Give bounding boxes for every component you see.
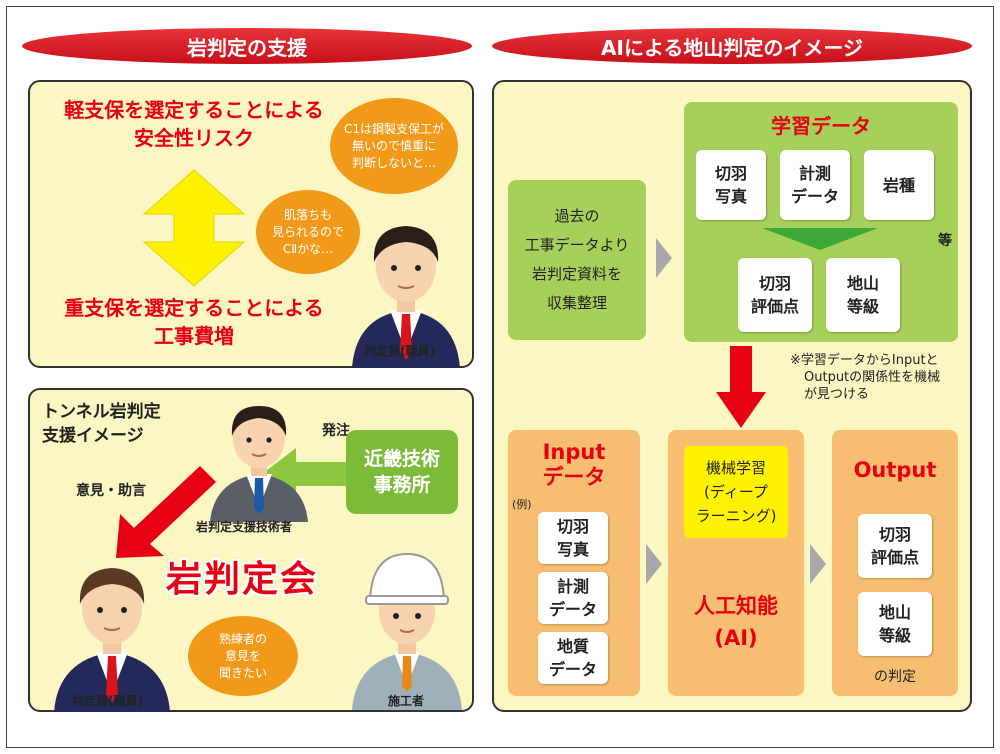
outer-frame: [6, 6, 994, 748]
learn-card-ground-class: 地山等級: [826, 258, 900, 332]
input-card-measurement: 計測データ: [538, 572, 608, 624]
learn-card-measurement: 計測データ: [780, 150, 850, 220]
judge-caption-top: 判定員(職員): [364, 344, 435, 358]
ai-box: 機械学習(ディープラーニング) 人工知能(AI): [668, 430, 804, 696]
learning-data-box: 学習データ 切羽写真 計測データ 岩種 等 切羽評価点 地山等級: [684, 102, 958, 342]
learn-etc: 等: [938, 233, 952, 249]
learn-card-face-score: 切羽評価点: [738, 258, 812, 332]
contractor-caption: 施工者: [388, 694, 425, 708]
chevron-right-icon-3: [810, 544, 826, 584]
chevron-right-icon: [656, 238, 672, 278]
heavy-support-cost: 重支保を選定することによる工事費増: [64, 296, 324, 348]
contractor-person-icon: [352, 552, 462, 710]
support-image-panel: トンネル岩判定支援イメージ 発注 近畿技術事務所 意見・助言 岩判定支援技術者 …: [28, 388, 474, 712]
data-collection-box: 過去の工事データより岩判定資料を収集整理: [508, 180, 646, 340]
left-section-header: 岩判定の支援: [22, 28, 472, 64]
double-arrow-icon: [142, 169, 246, 287]
judge-person-2-icon: [54, 568, 170, 712]
meeting-title: 岩判定会: [166, 559, 319, 600]
output-card-ground-class: 地山等級: [858, 592, 932, 656]
output-title: Output: [853, 458, 937, 482]
down-arrow-icon: [716, 346, 766, 428]
down-triangle-icon: [762, 228, 878, 250]
engineer-person-icon: [210, 406, 308, 522]
order-label: 発注: [322, 423, 350, 439]
ai-flow-panel: 過去の工事データより岩判定資料を収集整理 学習データ 切羽写真 計測データ 岩種…: [492, 80, 972, 712]
ai-label: 人工知能(AI): [694, 594, 778, 650]
judge-person-icon: [352, 226, 460, 368]
speech-bubble-1: C1は鋼製支保工が無いので慎重に判断しないと…: [330, 98, 458, 194]
engineer-caption: 岩判定支援技術者: [196, 520, 293, 534]
support-title: トンネル岩判定支援イメージ: [42, 402, 161, 446]
input-card-face-photo: 切羽写真: [538, 512, 608, 564]
output-box: Output 切羽評価点 地山等級 の判定: [832, 430, 958, 696]
light-support-risk: 軽支保を選定することによる安全性リスク: [64, 98, 324, 150]
judge-caption-bottom: 判定員(職員): [72, 694, 143, 708]
advice-arrow-icon: [116, 466, 216, 558]
input-example: (例): [512, 498, 532, 511]
input-card-geology: 地質データ: [538, 632, 608, 684]
machine-learning-box: 機械学習(ディープラーニング): [684, 446, 788, 538]
chevron-right-icon-2: [646, 544, 662, 584]
right-section-header: AIによる地山判定のイメージ: [492, 28, 972, 64]
learn-card-face-photo: 切羽写真: [696, 150, 766, 220]
speech-bubble-3: 熟練者の意見を聞きたい: [188, 616, 298, 696]
kinki-office-box: 近畿技術事務所: [346, 430, 458, 514]
output-card-face-score: 切羽評価点: [858, 514, 932, 578]
risk-panel: 軽支保を選定することによる安全性リスク 重支保を選定することによる工事費増 C1…: [28, 80, 474, 368]
learning-data-title: 学習データ: [771, 114, 871, 138]
output-suffix: の判定: [874, 669, 916, 685]
advice-label: 意見・助言: [76, 483, 146, 499]
learn-card-rock-type: 岩種: [864, 150, 934, 220]
